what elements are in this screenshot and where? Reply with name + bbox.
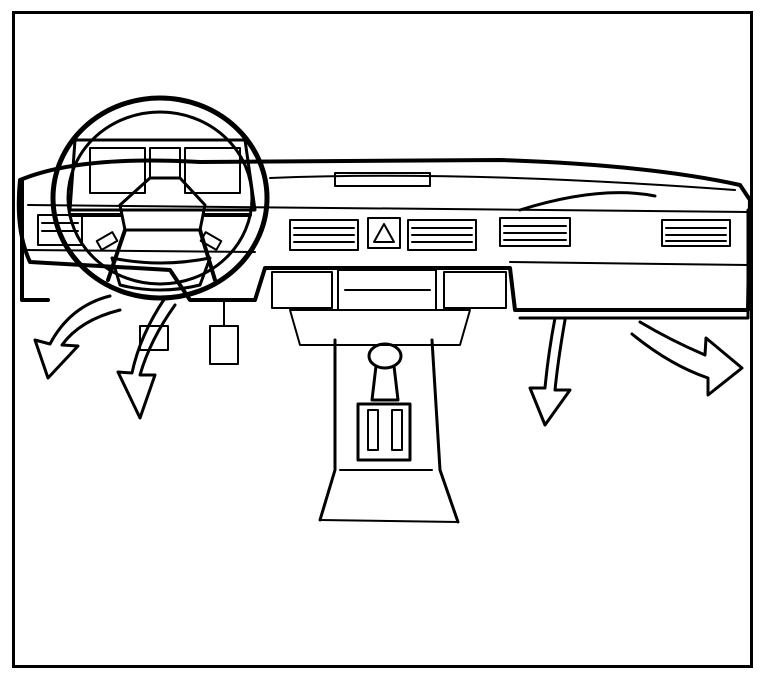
gear-shift — [356, 342, 412, 462]
airflow-arrow-passenger-right — [630, 320, 744, 397]
center-vent-right — [407, 219, 477, 251]
figure-border — [12, 11, 753, 668]
steering-wheel — [50, 95, 270, 301]
airflow-arrow-driver-down — [116, 296, 177, 420]
passenger-side-vent-left — [499, 217, 571, 247]
airflow-arrow-driver-left — [33, 294, 122, 380]
hazard-switch — [367, 217, 401, 249]
dashboard-body — [16, 158, 752, 320]
center-vent-left — [289, 219, 359, 251]
center-console — [271, 269, 507, 524]
passenger-side-vent-right — [661, 219, 731, 247]
instrument-cluster — [68, 138, 257, 212]
airflow-arrow-passenger-down — [528, 316, 572, 427]
pedals — [139, 299, 239, 365]
